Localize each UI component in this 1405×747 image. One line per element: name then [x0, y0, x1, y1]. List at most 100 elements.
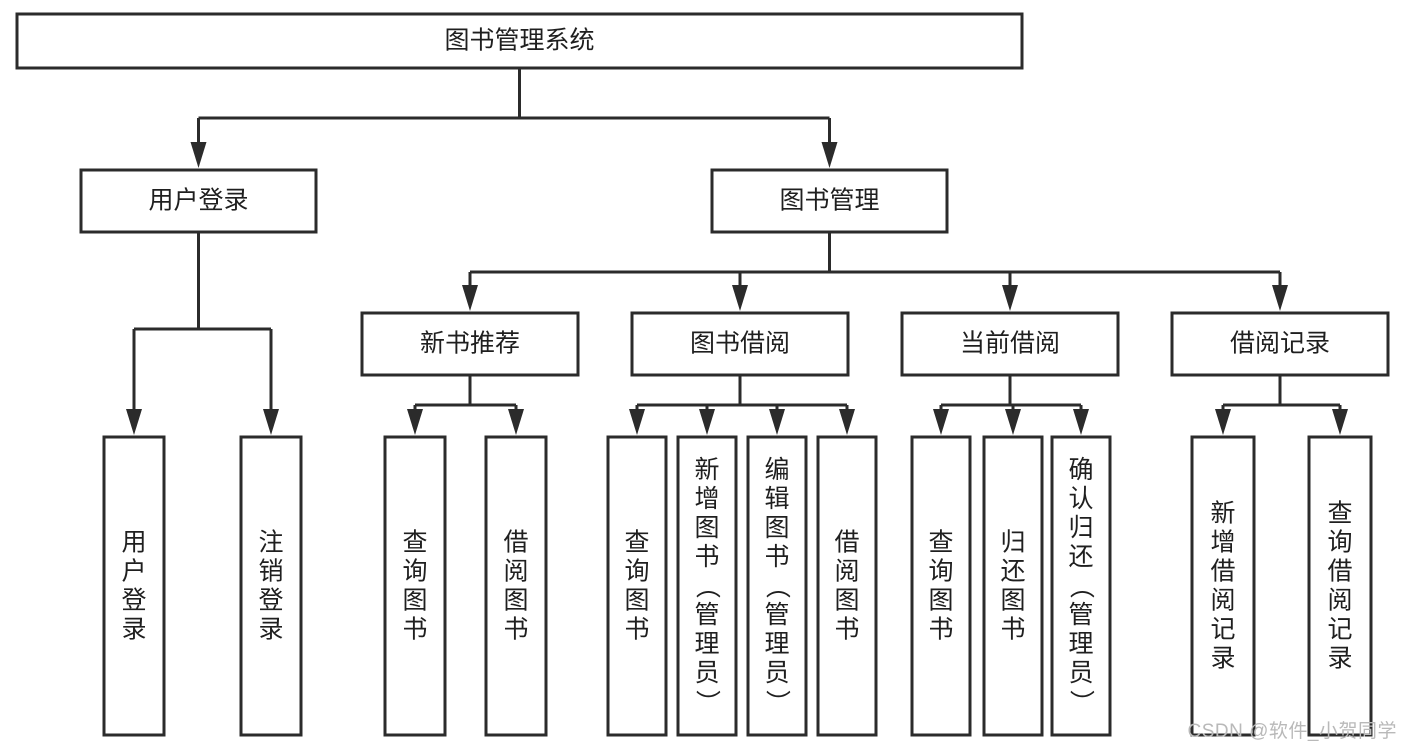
node-box-root[interactable] [15, 12, 1024, 70]
svg-text:查: 查 [1327, 500, 1352, 528]
node-box-leaf-return-book[interactable] [982, 435, 1044, 737]
svg-text:查: 查 [402, 529, 427, 557]
node-label-borrow-record: 借阅记录 [1230, 330, 1330, 358]
svg-text:图: 图 [503, 587, 528, 615]
node-box-leaf-query-record[interactable] [1307, 435, 1373, 737]
arrow-head-icon [462, 285, 478, 311]
svg-text:询: 询 [402, 558, 427, 586]
arrow-head-icon [1073, 409, 1089, 435]
svg-text:确: 确 [1068, 456, 1093, 484]
node-box-borrow-record[interactable] [1170, 311, 1390, 377]
svg-text:图: 图 [834, 587, 859, 615]
arrow-head-icon [769, 409, 785, 435]
node-box-current-borrow[interactable] [900, 311, 1120, 377]
svg-text:书: 书 [503, 616, 528, 644]
node-box-new-book-recommend[interactable] [360, 311, 580, 377]
connectors-layer [126, 68, 1348, 435]
svg-text:管: 管 [764, 601, 789, 629]
arrow-head-icon [1332, 409, 1348, 435]
svg-text:书: 书 [764, 543, 789, 571]
svg-text:（: （ [693, 574, 721, 599]
svg-text:书: 书 [1000, 616, 1025, 644]
svg-text:编: 编 [764, 456, 789, 484]
arrow-head-icon [508, 409, 524, 435]
node-label-book-borrow: 图书借阅 [690, 330, 790, 358]
node-box-leaf-borrow-book-2[interactable] [816, 435, 878, 737]
node-box-book-management[interactable] [710, 168, 949, 234]
svg-text:图: 图 [1000, 587, 1025, 615]
svg-text:借: 借 [1210, 558, 1235, 586]
svg-text:归: 归 [1000, 529, 1025, 557]
node-label-leaf-user-login: 用户登录 [121, 529, 146, 644]
arrow-head-icon [839, 409, 855, 435]
node-box-leaf-add-record[interactable] [1190, 435, 1256, 737]
arrow-head-icon [1215, 409, 1231, 435]
node-box-user-login[interactable] [79, 168, 318, 234]
arrow-head-icon [190, 142, 207, 168]
svg-text:员: 员 [1068, 659, 1093, 687]
svg-text:员: 员 [694, 659, 719, 687]
node-box-leaf-borrow-book-1[interactable] [484, 435, 548, 737]
svg-text:图: 图 [764, 514, 789, 542]
svg-text:阅: 阅 [834, 558, 859, 586]
node-box-leaf-user-login[interactable] [102, 435, 166, 737]
svg-text:理: 理 [1068, 630, 1093, 658]
svg-text:（: （ [763, 574, 791, 599]
svg-text:）: ） [693, 690, 721, 715]
svg-text:询: 询 [928, 558, 953, 586]
svg-text:询: 询 [1327, 529, 1352, 557]
node-box-leaf-edit-book[interactable] [746, 435, 808, 737]
svg-text:员: 员 [764, 659, 789, 687]
node-box-leaf-user-logout[interactable] [239, 435, 303, 737]
svg-text:理: 理 [764, 630, 789, 658]
svg-text:录: 录 [258, 616, 283, 644]
svg-text:书: 书 [402, 616, 427, 644]
arrow-head-icon [1002, 285, 1018, 311]
svg-text:图: 图 [624, 587, 649, 615]
svg-text:户: 户 [121, 558, 146, 586]
arrow-head-icon [821, 142, 838, 168]
node-box-leaf-add-book[interactable] [676, 435, 738, 737]
svg-text:书: 书 [928, 616, 953, 644]
svg-text:录: 录 [121, 616, 146, 644]
arrow-head-icon [126, 409, 142, 435]
svg-text:阅: 阅 [503, 558, 528, 586]
node-box-leaf-query-book-2[interactable] [606, 435, 668, 737]
svg-text:录: 录 [1327, 645, 1352, 673]
svg-text:记: 记 [1327, 616, 1352, 644]
node-box-book-borrow[interactable] [630, 311, 850, 377]
node-box-leaf-query-book-3[interactable] [910, 435, 972, 737]
boxes-layer [15, 12, 1390, 737]
node-box-leaf-query-book-1[interactable] [383, 435, 447, 737]
svg-text:录: 录 [1210, 645, 1235, 673]
svg-text:管: 管 [1068, 601, 1093, 629]
svg-text:登: 登 [258, 587, 283, 615]
svg-text:增: 增 [1210, 529, 1235, 557]
arrow-head-icon [407, 409, 423, 435]
svg-text:归: 归 [1068, 514, 1093, 542]
arrow-head-icon [933, 409, 949, 435]
node-box-leaf-confirm-return[interactable] [1050, 435, 1112, 737]
svg-text:还: 还 [1068, 543, 1093, 571]
svg-text:）: ） [1067, 690, 1095, 715]
svg-text:注: 注 [258, 529, 283, 557]
svg-text:销: 销 [258, 558, 283, 586]
svg-text:借: 借 [503, 529, 528, 557]
node-label-book-management: 图书管理 [779, 187, 879, 215]
arrow-head-icon [263, 409, 279, 435]
node-label-root: 图书管理系统 [444, 27, 594, 55]
arrow-head-icon [699, 409, 715, 435]
svg-text:查: 查 [928, 529, 953, 557]
arrow-head-icon [732, 285, 748, 311]
node-label-new-book-recommend: 新书推荐 [420, 330, 520, 358]
